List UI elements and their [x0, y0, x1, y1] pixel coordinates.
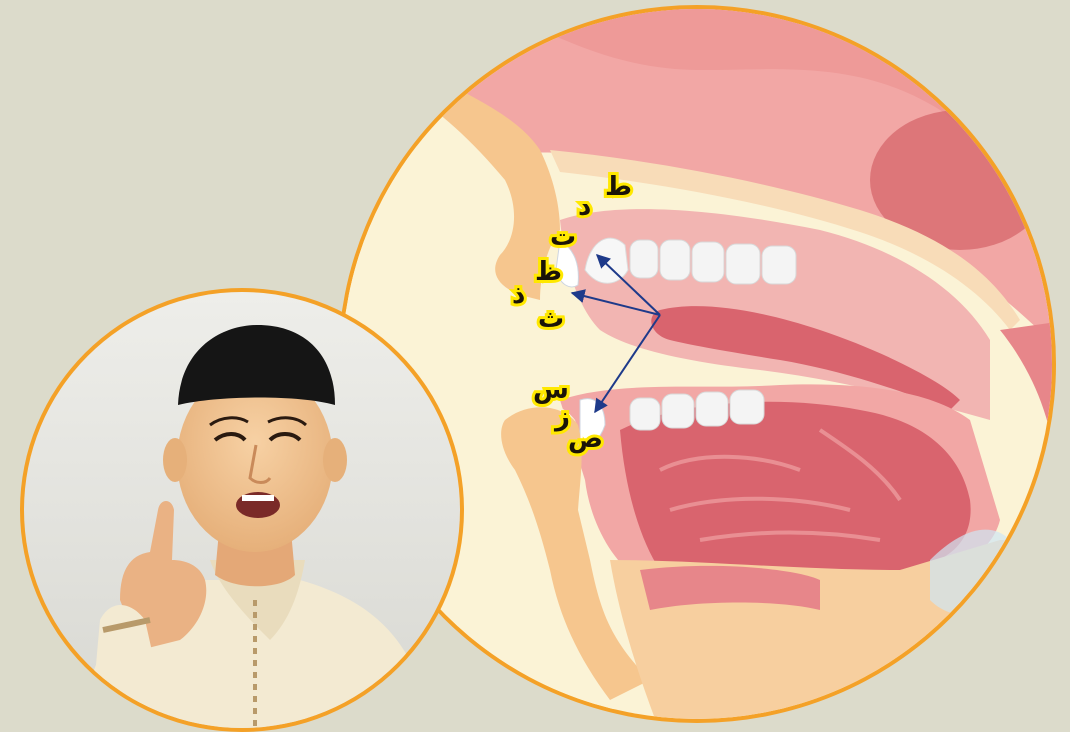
upper-tooth: [692, 242, 724, 282]
lower-tooth: [630, 398, 660, 430]
mouth-cross-section: [330, 0, 1070, 732]
upper-tooth: [726, 244, 760, 284]
lower-tooth: [696, 392, 728, 426]
upper-tooth: [762, 246, 796, 284]
upper-tooth: [630, 240, 658, 278]
letter-dhal: ذ: [512, 280, 525, 310]
upper-tooth: [660, 240, 690, 280]
letter-dal: د: [578, 192, 591, 222]
letter-za-heavy: ظ: [535, 257, 562, 287]
letter-sin: س: [533, 375, 569, 405]
letter-tha: ث: [538, 304, 564, 334]
lower-tooth: [730, 390, 764, 424]
right-ear: [323, 438, 347, 482]
letter-ta: ت: [550, 222, 576, 252]
front-teeth: [242, 495, 274, 501]
letter-ta-heavy: ط: [605, 172, 632, 202]
left-ear: [163, 438, 187, 482]
letter-sad: ص: [568, 424, 603, 454]
lower-tooth: [662, 394, 694, 428]
